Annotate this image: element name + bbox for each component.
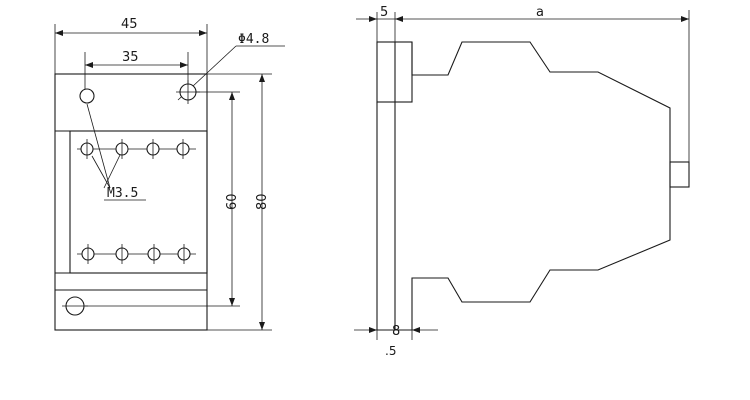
arrow-60-top	[229, 92, 235, 100]
arrow-8-5-right	[412, 327, 420, 333]
dim-label-80: 80	[255, 193, 270, 210]
arrow-60-bottom	[229, 298, 235, 306]
dim-label-phi: Φ4.8	[238, 32, 269, 47]
front-view: 45 35 Φ4.8	[54, 17, 285, 331]
arrow-80-bottom	[259, 322, 265, 330]
dim-label-5: 5	[380, 5, 388, 20]
side-knob	[669, 161, 690, 188]
arrow-35-left	[85, 62, 93, 68]
arrow-80-top	[259, 74, 265, 82]
arrow-5-left	[369, 16, 377, 22]
dim-label-60: 60	[225, 193, 240, 210]
dim-label-45: 45	[121, 17, 138, 32]
dim-label-m35: M3.5	[107, 186, 138, 201]
leader-m35-a	[86, 103, 111, 189]
arrow-8-5-left	[369, 327, 377, 333]
leader-m35-c	[103, 154, 121, 189]
side-body-profile	[411, 41, 671, 330]
mounting-hole-top-left	[79, 88, 95, 104]
terminal-row-top	[77, 139, 196, 159]
leader-m35-b	[91, 155, 111, 189]
terminal-row-bottom	[77, 244, 196, 264]
arrow-35-right	[180, 62, 188, 68]
dim-label-8: 8	[392, 324, 400, 339]
dim-label-35: 35	[122, 50, 139, 65]
dim-label-8-5-decimal: .5	[385, 344, 396, 358]
arrow-a-left	[395, 16, 403, 22]
arrow-45-left	[55, 30, 63, 36]
arrow-a-right	[681, 16, 689, 22]
side-view: 5 a 8 .5	[354, 5, 690, 358]
dim-label-a: a	[536, 5, 544, 20]
arrow-45-right	[199, 30, 207, 36]
front-body-outline	[54, 73, 208, 331]
